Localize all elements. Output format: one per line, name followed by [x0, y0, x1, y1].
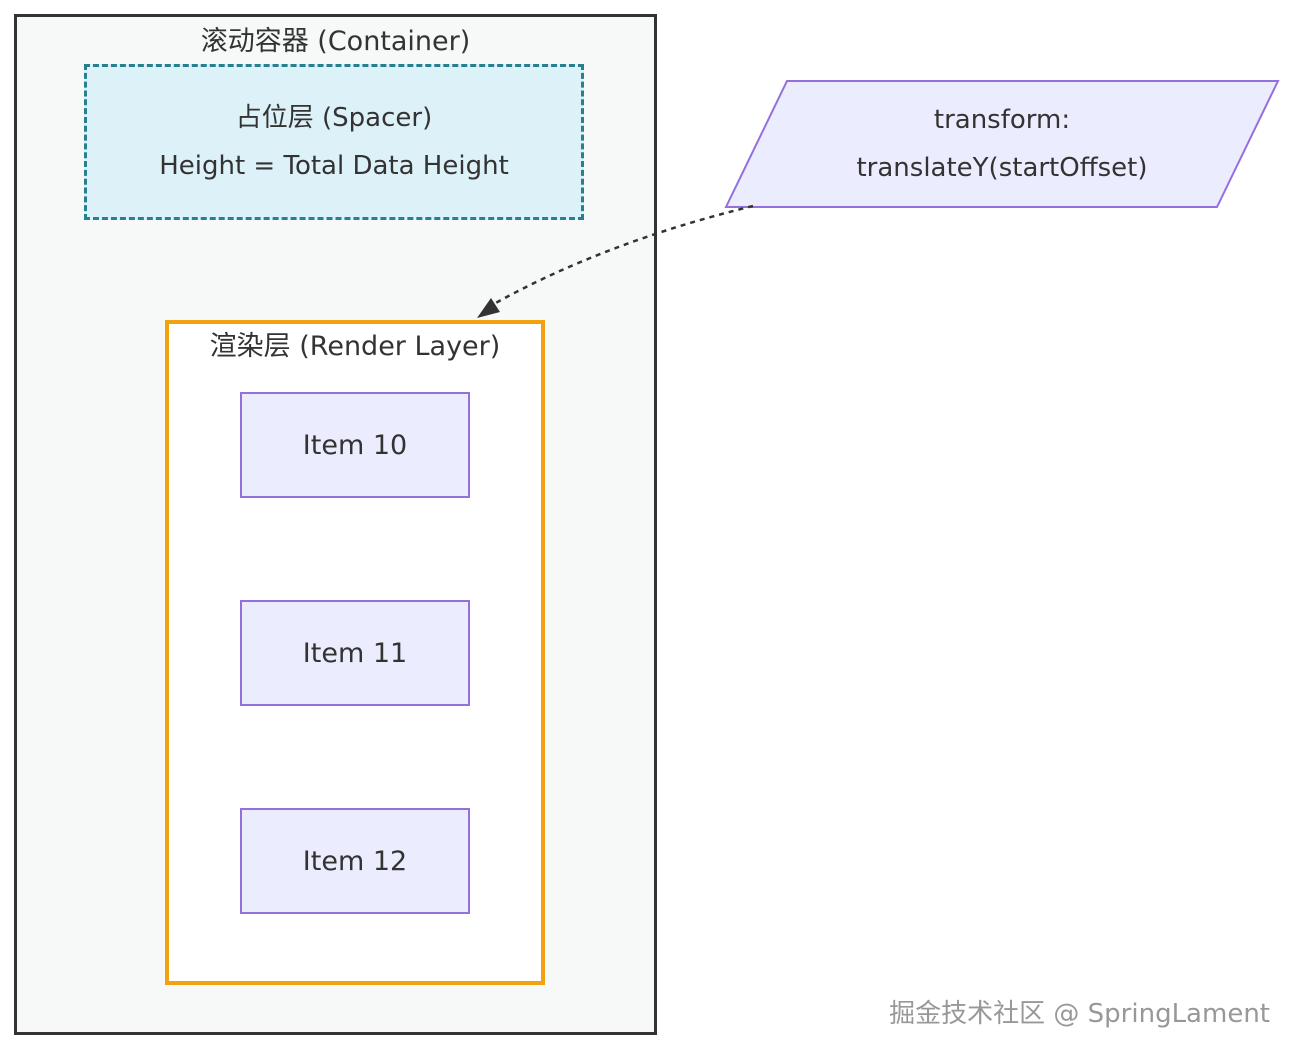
transform-node-label: transform: translateY(startOffset) — [760, 81, 1244, 207]
item-node-10: Item 10 — [240, 392, 470, 498]
render-layer-node: 渲染层 (Render Layer) Item 10 Item 11 Item … — [165, 320, 545, 985]
transform-label-line1: transform: — [933, 105, 1071, 135]
spacer-height-note: Height = Total Data Height — [159, 151, 509, 181]
transform-label-line2: translateY(startOffset) — [856, 153, 1148, 183]
scroll-container-title: 滚动容器 (Container) — [200, 26, 471, 57]
scroll-container-node: 滚动容器 (Container) 占位层 (Spacer) Height = T… — [14, 14, 657, 1035]
spacer-node: 占位层 (Spacer) Height = Total Data Height — [84, 64, 584, 220]
spacer-title: 占位层 (Spacer) — [235, 103, 433, 133]
item-node-11: Item 11 — [240, 600, 470, 706]
render-layer-title: 渲染层 (Render Layer) — [209, 331, 501, 362]
watermark-text: 掘金技术社区 @ SpringLament — [889, 999, 1270, 1029]
item-node-12: Item 12 — [240, 808, 470, 914]
